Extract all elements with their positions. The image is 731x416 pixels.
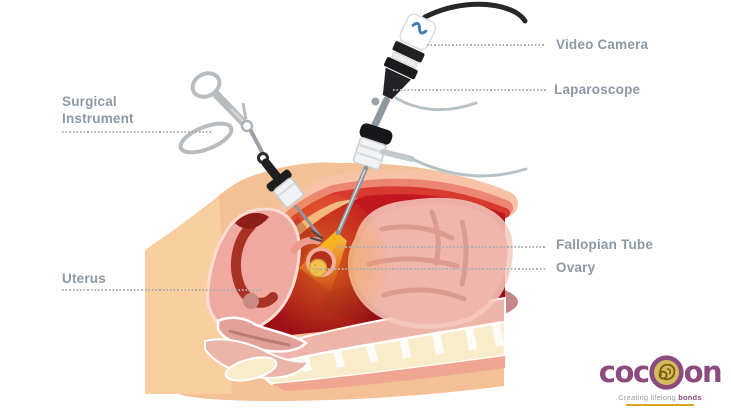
label-video-camera: Video Camera	[556, 37, 649, 52]
label-surgical-instrument: Surgical Instrument	[62, 94, 134, 126]
insufflation-tube	[410, 157, 528, 178]
fetus-in-circle-icon	[648, 355, 684, 390]
leader-line-surgical-instrument	[62, 131, 213, 133]
leader-line-uterus	[62, 289, 263, 291]
laparoscope-device	[335, 1, 528, 236]
label-laparoscope: Laparoscope	[554, 82, 641, 97]
surgical-instrument-device	[178, 71, 324, 243]
label-fallopian-tube: Fallopian Tube	[556, 237, 654, 252]
logo-word-end: on	[683, 355, 723, 389]
camera-head	[371, 13, 437, 129]
leader-line-ovary	[313, 268, 547, 270]
leader-line-fallopian-tube	[338, 246, 547, 248]
leader-line-video-camera	[427, 44, 546, 46]
tagline-highlight: bonds	[678, 393, 702, 402]
tagline-prefix: Creating lifelong	[618, 393, 679, 402]
scope-trocar	[352, 123, 393, 171]
logo-tagline: Creating lifelong bonds	[594, 393, 726, 402]
light-cable	[394, 96, 478, 112]
camera-brand-mark	[411, 21, 428, 35]
intestines	[347, 197, 513, 330]
cocoon-logo: coc on Creating lifelong bonds	[594, 354, 726, 406]
vertebrae-gaps	[300, 321, 504, 372]
instrument-trocar	[266, 169, 304, 208]
logo-gold-rule	[626, 404, 694, 406]
label-uterus: Uterus	[62, 271, 106, 286]
logo-word-start: coc	[598, 355, 650, 389]
camera-cable	[422, 1, 528, 24]
label-ovary: Ovary	[556, 260, 596, 275]
uterus-anatomy	[204, 207, 311, 382]
intestine-grooves	[366, 209, 469, 302]
leader-line-laparoscope	[393, 89, 546, 91]
